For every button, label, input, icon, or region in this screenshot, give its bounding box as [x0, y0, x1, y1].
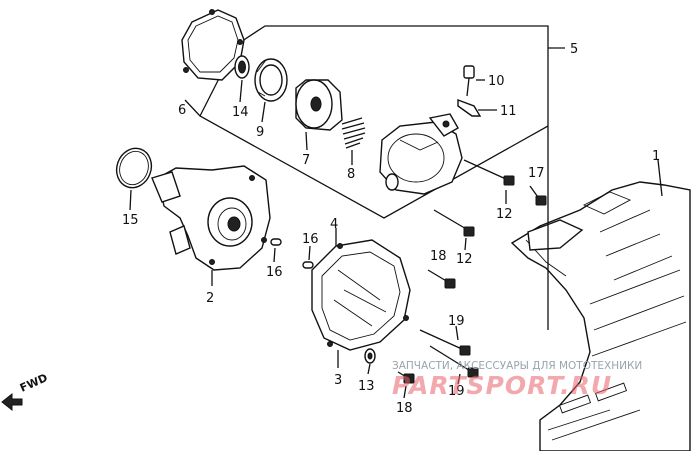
part-15-o-ring — [115, 147, 153, 211]
part-1-side-cover — [510, 181, 691, 451]
part-2-pump-body — [151, 165, 271, 286]
watermark-brand: PARTSPORT.RU — [392, 371, 612, 400]
part-9-bearing — [254, 58, 288, 123]
fwd-label: FWD — [18, 371, 50, 395]
part-11-washer — [457, 98, 497, 117]
part-12-bolt-upper — [463, 159, 515, 204]
part-4-pump-cover — [311, 228, 411, 368]
callout-18-lower: 18 — [396, 401, 413, 416]
part-7-impeller-housing — [295, 79, 343, 151]
part-10-bleed-bolt — [463, 65, 485, 97]
callout-12-upper: 12 — [496, 207, 513, 222]
pump-housing-assembly — [379, 113, 463, 195]
part-12-bolt-lower — [433, 209, 475, 251]
callout-6: 6 — [178, 103, 186, 118]
callout-15: 15 — [122, 213, 139, 228]
part-14-oil-seal — [234, 55, 250, 103]
forward-direction-indicator: FWD — [1, 371, 50, 412]
part-6-gasket — [181, 9, 245, 81]
callout-12-lower: 12 — [456, 252, 473, 267]
part-8-spring — [341, 117, 366, 165]
callout-18-upper: 18 — [430, 249, 447, 264]
callout-11: 11 — [500, 104, 517, 119]
part-13-washer — [364, 348, 376, 375]
callout-19-upper: 19 — [448, 314, 465, 329]
part-18-bolt-upper — [427, 269, 456, 289]
part-17-bolt — [529, 185, 547, 206]
callout-1: 1 — [652, 149, 660, 164]
part-18-bolt-lower — [397, 371, 415, 399]
callout-8: 8 — [347, 167, 355, 182]
callout-2: 2 — [206, 291, 214, 306]
callout-16-upper: 16 — [302, 232, 319, 247]
callout-16-lower: 16 — [266, 265, 283, 280]
callout-4: 4 — [330, 217, 338, 232]
callout-3: 3 — [334, 373, 342, 388]
callout-5: 5 — [570, 42, 578, 57]
callout-17: 17 — [528, 166, 545, 181]
callout-19-lower: 19 — [448, 384, 465, 399]
callout-7: 7 — [302, 153, 310, 168]
callout-13: 13 — [358, 379, 375, 394]
part-16-dowel-pins — [270, 238, 314, 269]
callout-9: 9 — [256, 125, 264, 140]
watermark-tagline: ЗАПЧАСТИ, АКСЕССУАРЫ ДЛЯ МОТОТЕХНИКИ — [392, 360, 642, 372]
callout-14: 14 — [232, 105, 249, 120]
part-19-bolts — [419, 325, 479, 385]
callout-10: 10 — [488, 74, 505, 89]
